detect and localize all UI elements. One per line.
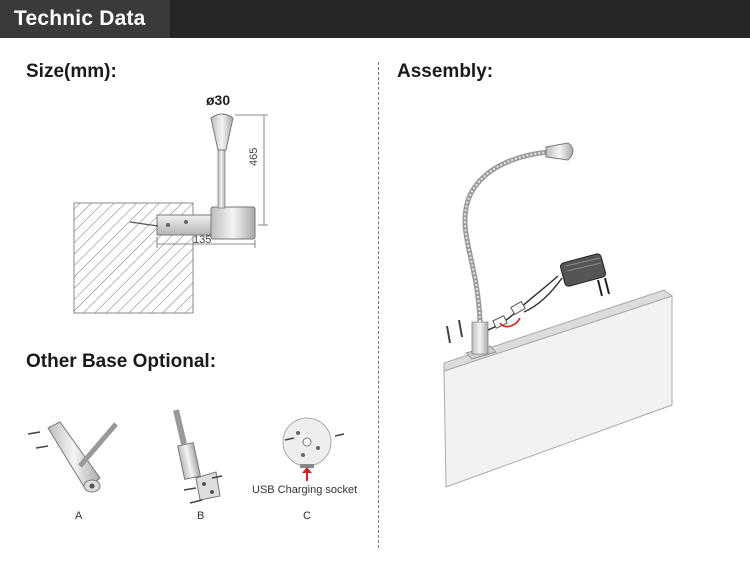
base-option-c-label: C [303,510,311,522]
power-adapter [560,253,606,287]
lamp-base-block [210,206,256,240]
usb-socket-label: USB Charging socket [252,484,358,496]
page-title: Technic Data [14,7,146,30]
column-divider [378,62,379,548]
base-option-a-label: A [75,510,83,522]
assembly-section-title: Assembly: [397,61,494,82]
size-section-title: Size(mm): [26,61,117,82]
base-option-b-label: B [197,510,205,522]
bases-section-title: Other Base Optional: [26,351,217,372]
assembly-lamp-head [545,142,574,161]
lamp-head [210,113,234,151]
length-dimension-label: 135 [193,234,212,246]
panel-top [443,289,674,372]
header-tab [0,0,170,38]
usb-arrow-head [302,467,312,473]
diameter-label: ø30 [206,92,231,108]
